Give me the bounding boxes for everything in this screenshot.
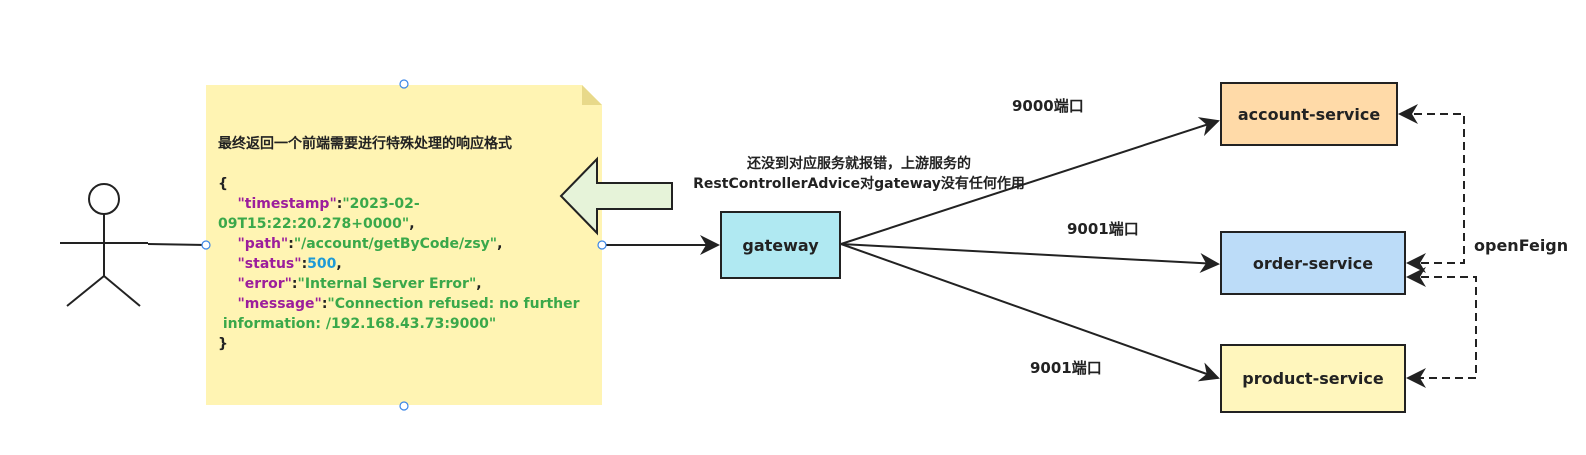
json-value-status: 500 (307, 256, 337, 272)
json-line-message-cont: information: /192.168.43.73:9000" (218, 314, 598, 334)
openfeign-label: openFeign (1474, 236, 1569, 255)
json-key-error: "error" (237, 276, 292, 292)
json-line-timestamp-cont: 09T15:22:20.278+0000", (218, 216, 415, 232)
gateway-to-product-arrow (840, 243, 1220, 382)
json-line-path: "path":"/account/getByCode/zsy", (237, 236, 503, 252)
json-close-brace: } (218, 336, 228, 352)
json-key-path: "path" (237, 236, 289, 252)
product-service-node[interactable]: product-service (1220, 344, 1406, 413)
note-title: 最终返回一个前端需要进行特殊处理的响应格式 (218, 136, 512, 152)
gateway-node[interactable]: gateway (720, 211, 841, 279)
order-service-node[interactable]: order-service (1220, 231, 1406, 295)
json-line-message: "message":"Connection refused: no furthe… (237, 296, 580, 312)
json-value-message-2: information: /192.168.43.73:9000" (222, 316, 497, 332)
json-value-timestamp-2: 09T15:22:20.278+0000" (218, 216, 410, 232)
actor-note-connector (147, 243, 207, 246)
json-line-error: "error":"Internal Server Error", (237, 276, 482, 292)
note-background (206, 85, 602, 405)
json-value-path: "/account/getByCode/zsy" (293, 236, 498, 252)
json-value-message-1: "Connection refused: no further (327, 296, 580, 312)
json-value-timestamp-1: "2023-02- (342, 196, 420, 212)
json-line-timestamp: "timestamp":"2023-02- (237, 196, 420, 212)
openfeign-account-order-connector (1398, 104, 1465, 273)
product-port-label: 9001端口 (1030, 359, 1102, 377)
actor-figure (60, 183, 148, 307)
note-fold-corner (582, 85, 602, 105)
order-port-label: 9001端口 (1067, 220, 1139, 238)
json-key-message: "message" (237, 296, 322, 312)
note-json-text: 最终返回一个前端需要进行特殊处理的响应格式 { "timestamp":"2023… (218, 134, 598, 354)
json-key-timestamp: "timestamp" (237, 196, 337, 212)
json-value-error: "Internal Server Error" (297, 276, 477, 292)
gateway-to-account-arrow (840, 117, 1220, 245)
annotation-text: 还没到对应服务就报错，上游服务的 RestControllerAdvice对ga… (684, 154, 1034, 194)
selection-handles[interactable] (201, 79, 607, 411)
annotation-line-1: 还没到对应服务就报错，上游服务的 (747, 156, 971, 172)
openfeign-order-product-connector (1406, 267, 1477, 388)
annotation-line-2: RestControllerAdvice对gateway没有任何作用 (693, 176, 1025, 192)
account-port-label: 9000端口 (1012, 97, 1084, 115)
json-key-status: "status" (237, 256, 302, 272)
json-line-status: "status":500, (237, 256, 342, 272)
json-open-brace: { (218, 176, 228, 192)
gateway-to-order-arrow (840, 243, 1220, 274)
account-service-node[interactable]: account-service (1220, 82, 1398, 146)
big-left-arrow (559, 156, 673, 236)
